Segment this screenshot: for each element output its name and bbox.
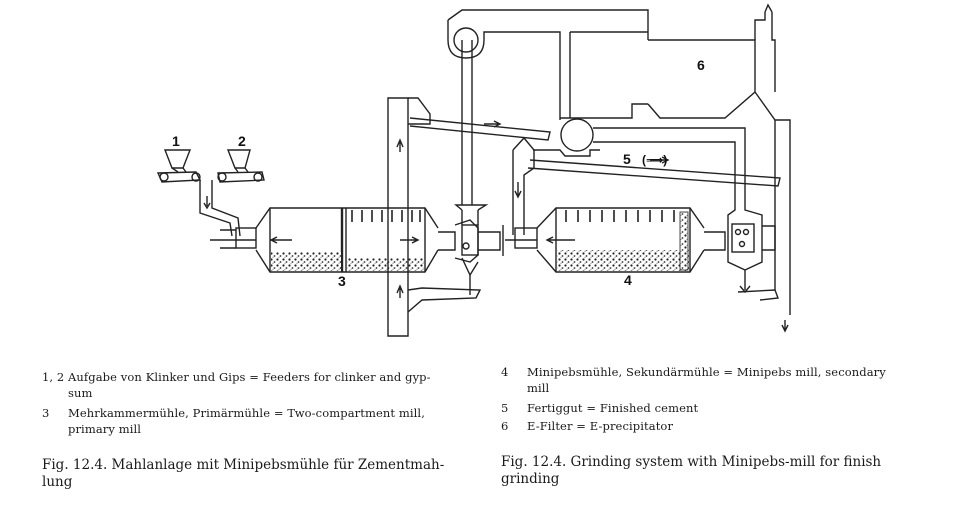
legend-text: Fertiggut = Finished cement — [527, 401, 699, 415]
legend-text: E-Filter = E-precipitator — [527, 419, 674, 433]
cyclone — [533, 118, 746, 188]
legend-text: Minipebsmühle, Sekundärmühle = Minipebs … — [527, 365, 886, 395]
label-6: 6 — [697, 57, 705, 73]
mill2-discharge — [727, 188, 779, 301]
label-5-arrow: (⟹) — [642, 153, 667, 167]
legend-number: 3 — [42, 406, 50, 420]
caption-english-line-1: Fig. 12.4. Grinding system with Minipebs… — [501, 454, 882, 470]
legend-text: Aufgabe von Klinker und Gips = Feeders f… — [68, 370, 431, 400]
label-2: 2 — [238, 133, 246, 149]
label-1: 1 — [172, 133, 180, 149]
grinding-system-diagram: 1 2 3 4 5 (⟹) 6 — [156, 3, 791, 337]
secondary-mill — [505, 207, 726, 273]
caption-german: Fig. 12.4. Mahlanlage mit Minipebsmühle … — [42, 457, 472, 491]
finished-cement-arrow-icon — [650, 156, 670, 164]
label-5: 5 — [623, 151, 631, 167]
legend-right: 4 Minipebsmühle, Sekundärmühle = Minipeb… — [501, 364, 931, 436]
label-3: 3 — [338, 273, 346, 289]
primary-mill — [210, 207, 456, 273]
legend-number: 6 — [501, 419, 509, 433]
label-4: 4 — [624, 272, 632, 288]
finished-cement-conveyor — [409, 117, 781, 187]
feeder-1 — [156, 149, 202, 183]
legend-item-feeders: 1, 2 Aufgabe von Klinker und Gips = Feed… — [42, 369, 462, 405]
legend-number: 1, 2 — [42, 370, 65, 384]
top-duct — [447, 9, 649, 120]
legend-number: 4 — [501, 365, 509, 379]
feed-chute — [199, 180, 241, 237]
caption-german-line-2: lung — [42, 474, 73, 490]
legend-item-e-filter: 6 E-Filter = E-precipitator — [501, 418, 931, 436]
caption-german-line-1: Fig. 12.4. Mahlanlage mit Minipebsmühle … — [42, 457, 445, 473]
caption-english: Fig. 12.4. Grinding system with Minipebs… — [501, 454, 931, 488]
caption-english-line-2: grinding — [501, 471, 560, 487]
elevator-column — [387, 97, 482, 337]
legend-left: 1, 2 Aufgabe von Klinker und Gips = Feed… — [42, 369, 462, 441]
legend-item-minipebs-mill: 4 Minipebsmühle, Sekundärmühle = Minipeb… — [501, 364, 931, 400]
mill1-discharge-separator — [454, 40, 504, 295]
legend-item-finished-cement: 5 Fertiggut = Finished cement — [501, 400, 931, 418]
legend-item-primary-mill: 3 Mehrkammermühle, Primärmühle = Two-com… — [42, 405, 462, 441]
feed-arrow-icon — [203, 196, 211, 210]
elevator-2 — [512, 136, 535, 235]
legend-number: 5 — [501, 401, 509, 415]
legend-text: Mehrkammermühle, Primärmühle = Two-compa… — [68, 406, 425, 436]
e-filter — [560, 3, 791, 333]
feeder-2 — [217, 149, 265, 183]
